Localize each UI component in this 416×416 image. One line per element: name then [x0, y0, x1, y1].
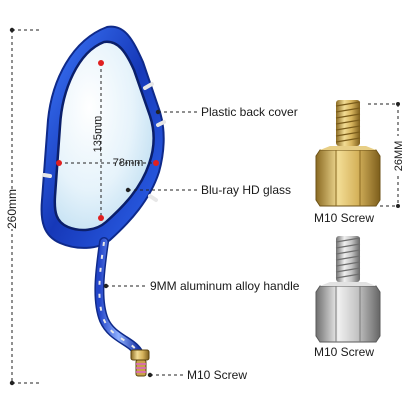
- silver-screw-adapter: [315, 236, 381, 343]
- mirror-handle: [94, 237, 143, 357]
- glass-height-label: 135mm: [92, 115, 104, 153]
- marker-dot: [98, 60, 104, 66]
- marker-dot: [98, 215, 104, 221]
- total-height-label: 260mm: [5, 188, 19, 229]
- gold-screw-label: M10 Screw: [314, 211, 375, 225]
- back-cover-label: Plastic back cover: [201, 105, 298, 119]
- mirror-screw: [130, 349, 150, 377]
- gold-screw-adapter: [315, 100, 381, 207]
- callout-leaders: [103, 109, 198, 378]
- handle-label: 9MM aluminum alloy handle: [150, 279, 300, 293]
- marker-dot: [153, 160, 159, 166]
- mirror-glass: [53, 40, 155, 232]
- screw-height-label: 26MM: [393, 136, 405, 176]
- glass-width-label: 78mm: [112, 157, 144, 169]
- marker-dot: [56, 160, 62, 166]
- mirror-screw-label: M10 Screw: [187, 368, 248, 382]
- glass-measurements: [56, 60, 159, 221]
- glass-label: Blu-ray HD glass: [201, 183, 292, 197]
- silver-screw-label: M10 Screw: [314, 345, 375, 359]
